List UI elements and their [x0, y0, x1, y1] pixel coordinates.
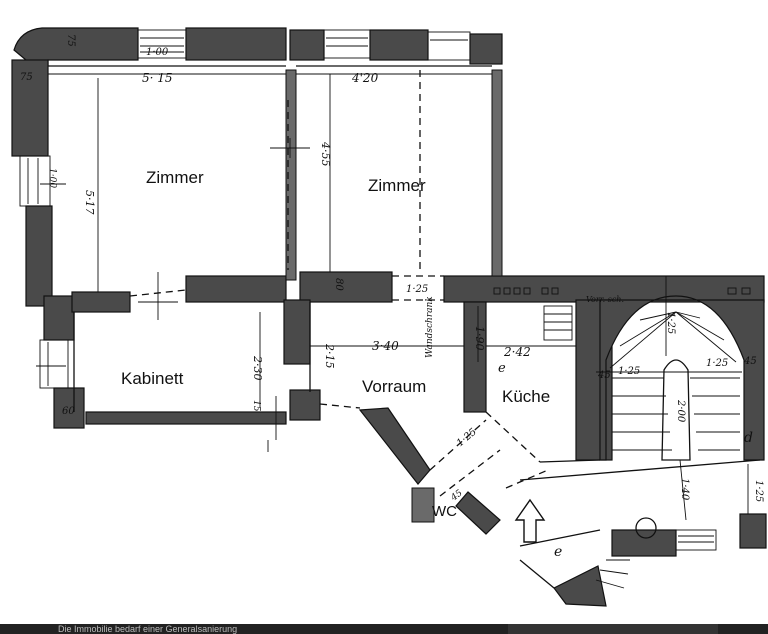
dim-zimmer-right-depth: 4·55 — [319, 141, 332, 167]
entrance-arrow-icon — [514, 498, 546, 543]
dim-zimmer-right-width: 4'20 — [351, 71, 379, 85]
dim-vorraum-width: 3·40 — [372, 339, 399, 353]
dim-door-80: 80 — [333, 278, 344, 291]
dim-kabinett-depth: 2·30 — [251, 355, 264, 381]
mark-e-lower: e — [554, 544, 562, 560]
dim-window-top: 1·00 — [146, 47, 169, 58]
room-label-zimmer-right: Zimmer — [368, 176, 426, 195]
dim-stair-125-a: 1·25 — [618, 366, 640, 377]
dim-stair-200: 2·00 — [675, 399, 686, 423]
room-label-kueche: Küche — [502, 387, 550, 406]
mark-e-upper: e — [498, 361, 506, 376]
dim-vorraum-depth: 2·15 — [323, 343, 336, 369]
footer-caption: Die Immobilie bedarf einer Generalsanier… — [58, 624, 238, 634]
dim-stair-45-right: 45 — [743, 356, 757, 367]
dim-kueche-depth: 1·90 — [473, 326, 486, 351]
dim-kueche-width: 2·42 — [503, 345, 531, 359]
dim-stair-45-left: 45 — [597, 370, 611, 381]
dim-corner-top: 75 — [65, 34, 76, 47]
note-wandschrank: Wandschrank — [425, 296, 435, 358]
exterior-walls — [11, 27, 767, 607]
dim-stair-125-c: 1·25 — [665, 312, 676, 334]
mark-corner-d: d — [744, 430, 753, 446]
dimension-lines — [48, 51, 749, 521]
dim-landing-125: 1·25 — [753, 480, 764, 502]
dim-wall-15: 15 — [251, 400, 261, 412]
dim-door-125: 1·25 — [406, 284, 428, 295]
dim-landing-140: 1·40 — [679, 478, 690, 501]
footer-dark-block — [508, 624, 718, 634]
note-vorr-sch: Vorr. sch. — [586, 295, 624, 304]
dim-zimmer-left-depth: 5·17 — [83, 190, 96, 215]
room-label-wc: WC — [432, 503, 457, 520]
dim-corner-left: 75 — [20, 72, 33, 83]
room-label-vorraum: Vorraum — [362, 377, 426, 396]
dim-zimmer-left-width: 5· 15 — [142, 71, 173, 85]
dim-wall-60: 60 — [62, 406, 75, 417]
interior-lines — [19, 29, 761, 589]
dim-window-left: 1·00 — [47, 168, 57, 188]
staircase-treads — [609, 311, 740, 461]
room-label-zimmer-left: Zimmer — [146, 168, 204, 187]
dim-stair-125-b: 1·25 — [706, 358, 728, 369]
footer-bar: Die Immobilie bedarf einer Generalsanier… — [0, 624, 768, 634]
room-label-kabinett: Kabinett — [121, 369, 184, 388]
